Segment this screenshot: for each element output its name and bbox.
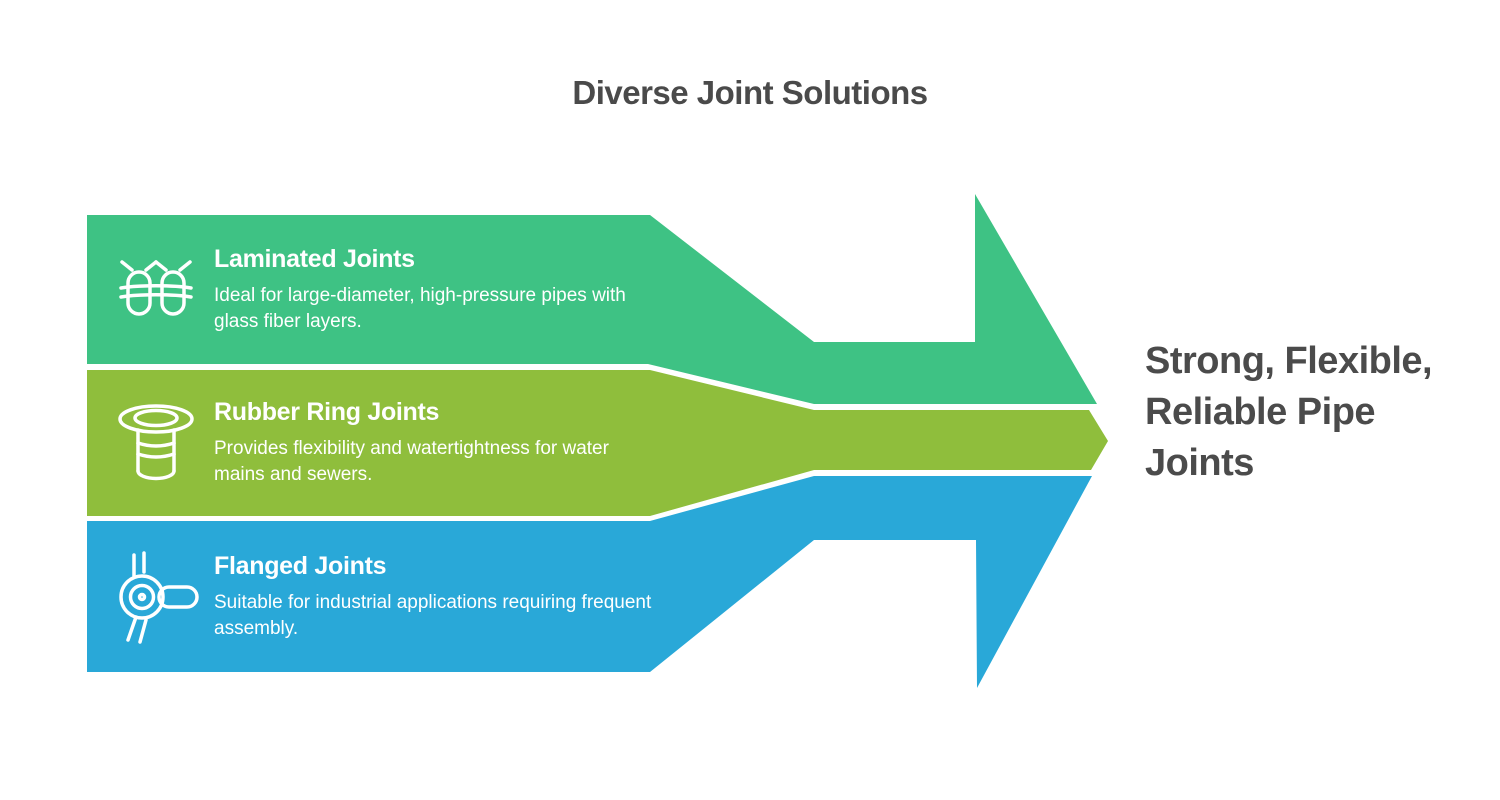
conclusion-text: Strong, Flexible, Reliable Pipe Joints xyxy=(1145,340,1433,484)
rubber-ring-joints-icon xyxy=(112,400,200,486)
arrow-band-laminated-shape xyxy=(87,194,1097,404)
band-text-laminated: Laminated Joints Ideal for large-diamete… xyxy=(214,245,659,335)
band-rubber-ring-joints: Rubber Ring Joints Provides flexibility … xyxy=(112,370,659,516)
band-desc-flanged: Suitable for industrial applications req… xyxy=(214,591,652,639)
band-text-flanged: Flanged Joints Suitable for industrial a… xyxy=(214,552,659,642)
laminated-joints-icon xyxy=(112,259,200,321)
band-laminated-joints: Laminated Joints Ideal for large-diamete… xyxy=(112,215,659,365)
band-desc-laminated: Ideal for large-diameter, high-pressure … xyxy=(214,285,626,332)
band-text-rubber-ring: Rubber Ring Joints Provides flexibility … xyxy=(214,398,659,488)
band-flanged-joints: Flanged Joints Suitable for industrial a… xyxy=(112,521,659,672)
arrow-band-rubber-ring-shape xyxy=(87,370,1108,516)
arrow-band-flanged-shape xyxy=(87,476,1092,688)
band-title-laminated: Laminated Joints xyxy=(214,245,415,273)
band-title-rubber-ring: Rubber Ring Joints xyxy=(214,398,440,426)
band-title-flanged: Flanged Joints xyxy=(214,551,387,580)
band-desc-rubber-ring: Provides flexibility and watertightness … xyxy=(214,438,609,485)
flanged-joints-icon xyxy=(112,550,200,644)
page-title: Diverse Joint Solutions xyxy=(572,74,928,111)
